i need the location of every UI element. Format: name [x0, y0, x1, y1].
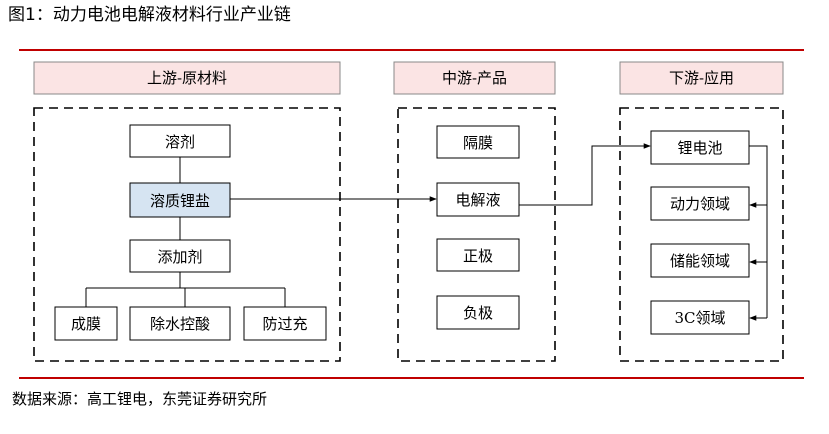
- svg-text:动力领域: 动力领域: [670, 195, 730, 213]
- upstream-header: 上游-原材料: [33, 61, 341, 95]
- film-forming-box: 成膜: [54, 306, 118, 341]
- anode-box: 负极: [436, 295, 520, 330]
- svg-text:除水控酸: 除水控酸: [150, 315, 210, 333]
- svg-text:添加剂: 添加剂: [157, 248, 202, 266]
- upstream-panel: [33, 107, 341, 362]
- bottom-rule: [19, 377, 804, 379]
- separator-box: 隔膜: [436, 125, 520, 159]
- lithium-salt-box: 溶质锂盐: [129, 182, 231, 218]
- energy-storage-box: 储能领域: [650, 243, 750, 278]
- svg-text:成膜: 成膜: [71, 315, 101, 333]
- svg-text:溶剂: 溶剂: [165, 133, 195, 151]
- data-source-note: 数据来源：高工锂电，东莞证券研究所: [12, 390, 268, 408]
- svg-text:锂电池: 锂电池: [677, 139, 722, 157]
- flow-arrows: [230, 143, 768, 321]
- electrolyte-to-battery-arrow: [519, 143, 651, 206]
- overcharge-protection-box: 防过充: [243, 306, 327, 341]
- cathode-box: 正极: [436, 238, 520, 272]
- upstream-connectors: [85, 157, 286, 307]
- electrolyte-box: 电解液: [436, 182, 520, 217]
- svg-text:负极: 负极: [463, 304, 493, 322]
- svg-text:储能领域: 储能领域: [670, 252, 730, 270]
- solvent-box: 溶剂: [129, 124, 231, 158]
- svg-text:3C领域: 3C领域: [674, 309, 725, 327]
- svg-text:中游-产品: 中游-产品: [442, 69, 507, 87]
- lithium-battery-box: 锂电池: [650, 130, 750, 165]
- midstream-panel: [397, 107, 556, 362]
- downstream-panel: [619, 107, 784, 362]
- svg-text:电解液: 电解液: [455, 191, 500, 209]
- additive-box: 添加剂: [129, 239, 231, 273]
- svg-text:正极: 正极: [463, 247, 493, 265]
- top-rule: [19, 49, 804, 51]
- 3c-sector-box: 3C领域: [650, 300, 750, 335]
- midstream-header: 中游-产品: [393, 61, 556, 95]
- figure-title: 图1：动力电池电解液材料行业产业链: [8, 5, 291, 25]
- svg-text:溶质锂盐: 溶质锂盐: [150, 192, 210, 210]
- svg-text:隔膜: 隔膜: [463, 134, 493, 152]
- downstream-header: 下游-应用: [619, 61, 784, 95]
- battery-feed-line: [749, 145, 768, 318]
- svg-text:防过充: 防过充: [262, 315, 307, 333]
- svg-text:下游-应用: 下游-应用: [669, 69, 734, 87]
- water-acid-removal-box: 除水控酸: [129, 306, 231, 341]
- power-sector-box: 动力领域: [650, 186, 750, 221]
- svg-text:上游-原材料: 上游-原材料: [147, 69, 227, 87]
